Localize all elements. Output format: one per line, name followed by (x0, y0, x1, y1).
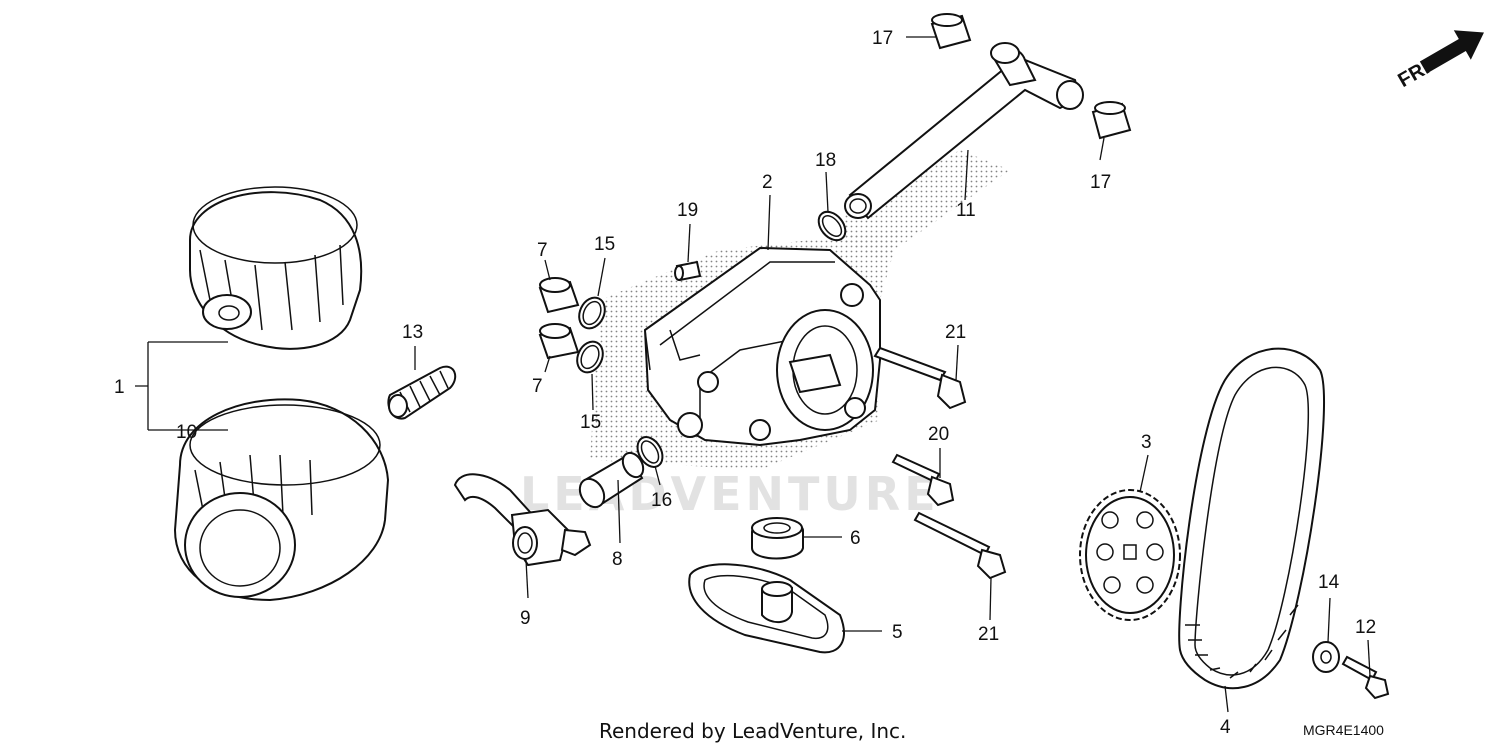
callout-13: 13 (402, 322, 423, 343)
dowel-pins-7 (538, 277, 580, 360)
callout-1: 1 (114, 377, 125, 398)
bolt-21-upper (873, 346, 967, 410)
rendered-by-text: Rendered by LeadVenture, Inc. (599, 719, 906, 743)
leader-21a (955, 344, 959, 381)
leader-17b (1099, 137, 1105, 161)
seal-6 (751, 517, 804, 560)
diagram-code: MGR4E1400 (1303, 722, 1384, 738)
leader-15b (591, 373, 594, 411)
sprocket-3 (1079, 489, 1181, 621)
seals-17 (930, 13, 1132, 140)
callout-4: 4 (1220, 717, 1231, 738)
callout-18: 18 (815, 150, 836, 171)
bolt-12 (1341, 655, 1390, 700)
leader-7b (544, 355, 551, 373)
oil-strainer-9 (453, 473, 592, 567)
callout-19: 19 (677, 200, 698, 221)
washer-14 (1312, 641, 1340, 673)
leader-18 (825, 171, 829, 213)
callout-8: 8 (612, 549, 623, 570)
leader-12 (1367, 639, 1371, 677)
circlip-16 (636, 436, 664, 468)
callout-17b: 17 (1090, 172, 1111, 193)
callout-16: 16 (651, 490, 672, 511)
oil-pump-body (643, 246, 881, 447)
stud-13 (387, 365, 457, 420)
leader-9 (525, 559, 529, 599)
callout-15b: 15 (580, 412, 601, 433)
callout-3: 3 (1141, 432, 1152, 453)
oil-filter-cap (189, 186, 363, 350)
callout-11: 11 (956, 200, 976, 221)
drive-chain-4 (1178, 347, 1325, 690)
callout-21b: 21 (978, 624, 999, 645)
leader-14 (1327, 597, 1331, 643)
leader-8 (617, 479, 621, 544)
fr-direction-arrow: FR. (1394, 30, 1484, 92)
callout-17a: 17 (872, 28, 893, 49)
leader-2 (767, 194, 771, 251)
callout-9: 9 (520, 608, 531, 629)
leader-7a (544, 259, 551, 281)
callout-bracket-1-10 (135, 341, 228, 431)
callout-14: 14 (1318, 572, 1340, 593)
callout-20: 20 (928, 424, 949, 445)
callout-21a: 21 (945, 322, 966, 343)
leader-21b (989, 577, 992, 621)
callout-6: 6 (850, 528, 861, 549)
leader-4 (1224, 685, 1229, 713)
callout-15a: 15 (594, 234, 615, 255)
leader-15a (597, 257, 606, 297)
bolt-21-lower (913, 511, 1007, 580)
oil-pipe-11 (844, 42, 1084, 220)
callout-5: 5 (892, 622, 903, 643)
o-ring-18 (817, 210, 847, 242)
callout-2: 2 (762, 172, 773, 193)
callout-10: 10 (176, 422, 197, 443)
strainer-plate-5 (688, 563, 845, 654)
bolt-20 (891, 453, 955, 507)
o-rings-15 (576, 296, 606, 374)
callout-12: 12 (1355, 617, 1376, 638)
leader-11 (964, 149, 969, 201)
callout-7a: 7 (537, 240, 548, 261)
pin-19 (674, 260, 702, 282)
leader-16 (654, 465, 661, 486)
joint-collar-8 (578, 451, 645, 509)
leader-3 (1139, 454, 1149, 493)
callout-7b: 7 (532, 376, 543, 397)
leader-19 (687, 223, 691, 263)
oil-filter (173, 398, 390, 602)
